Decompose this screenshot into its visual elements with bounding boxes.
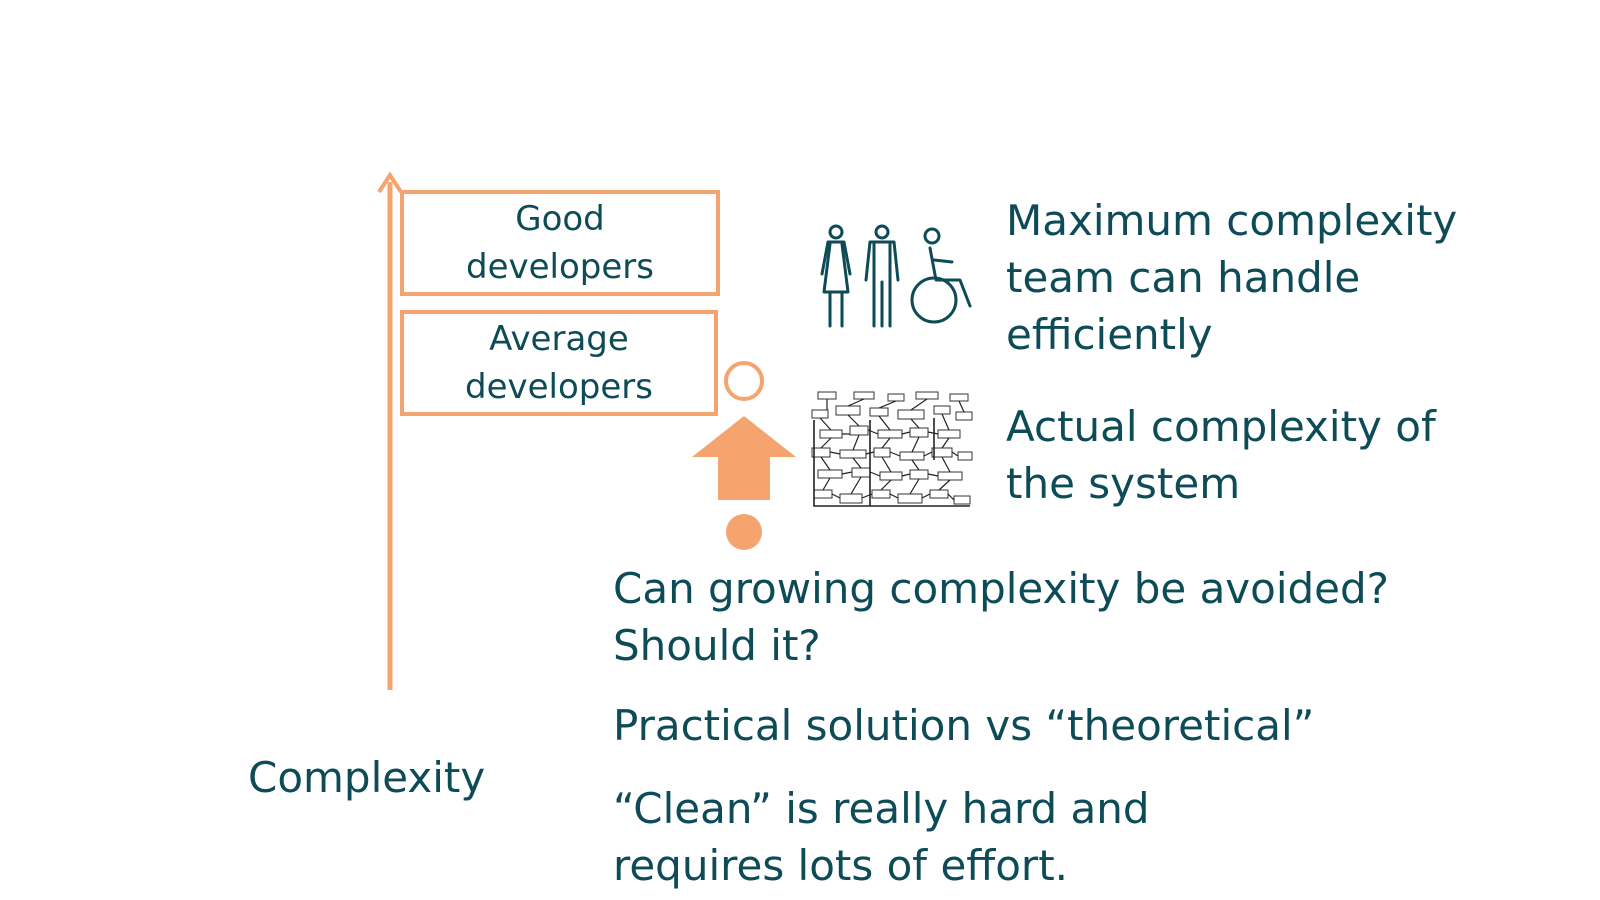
question-avoid-complexity: Can growing complexity be avoided? Shoul…: [613, 560, 1389, 674]
clean-line-1: “Clean” is really hard and: [613, 784, 1150, 833]
average-developers-box: Average developers: [400, 310, 718, 416]
max-complexity-line-1: Maximum complexity: [1006, 196, 1458, 245]
question-avoid-line-1: Can growing complexity be avoided?: [613, 564, 1389, 613]
clean-is-hard: “Clean” is really hard and requires lots…: [613, 780, 1150, 894]
good-developers-box: Good developers: [400, 190, 720, 296]
up-arrow-icon: [692, 416, 796, 500]
actual-complexity-line-1: Actual complexity of: [1006, 402, 1436, 451]
practical-line-1: Practical solution vs “theoretical”: [613, 701, 1315, 750]
system-diagram-icon: [811, 391, 973, 507]
question-avoid-line-2: Should it?: [613, 621, 821, 670]
max-complexity-line-2: team can handle: [1006, 253, 1361, 302]
average-developers-line-2: developers: [465, 367, 653, 407]
current-complexity-dot: [726, 514, 762, 550]
clean-line-2: requires lots of effort.: [613, 841, 1069, 890]
actual-complexity-text: Actual complexity of the system: [1006, 398, 1436, 512]
max-complexity-line-3: efficiently: [1006, 310, 1213, 359]
practical-vs-theoretical: Practical solution vs “theoretical”: [613, 697, 1314, 754]
good-developers-line-2: developers: [466, 247, 654, 287]
average-developers-line-1: Average: [489, 319, 629, 359]
complexity-axis-label: Complexity: [248, 753, 486, 802]
max-complexity-text: Maximum complexity team can handle effic…: [1006, 192, 1457, 363]
target-complexity-circle: [724, 361, 764, 401]
complexity-axis-arrowhead: [377, 171, 403, 194]
good-developers-line-1: Good: [515, 199, 605, 239]
actual-complexity-line-2: the system: [1006, 459, 1241, 508]
people-group-icon: [820, 224, 972, 328]
